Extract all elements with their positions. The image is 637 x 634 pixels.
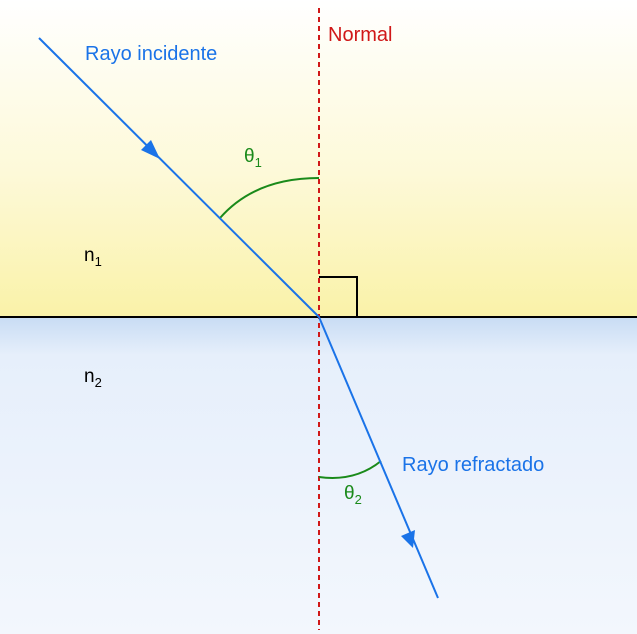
theta1-arc: [219, 177, 320, 219]
n1-subscript: 1: [95, 254, 102, 269]
incident-ray-label: Rayo incidente: [85, 43, 217, 65]
refracted-ray-label: Rayo refractado: [402, 454, 544, 476]
n1-symbol: n: [84, 245, 95, 266]
theta1-label: θ1: [244, 146, 262, 170]
n2-label: n2: [84, 366, 102, 390]
n2-subscript: 2: [95, 375, 102, 390]
refracted-ray: [318, 316, 439, 599]
normal-label: Normal: [328, 24, 392, 46]
theta2-label: θ2: [344, 483, 362, 507]
refracted-ray-arrowhead: [401, 530, 415, 548]
incident-ray: [38, 37, 320, 318]
theta2-subscript: 2: [355, 492, 362, 507]
theta1-symbol: θ: [244, 146, 255, 167]
incident-ray-arrowhead: [141, 140, 160, 159]
theta2-symbol: θ: [344, 483, 355, 504]
n2-symbol: n: [84, 366, 95, 387]
theta2-arc: [318, 460, 382, 479]
theta1-subscript: 1: [255, 155, 262, 170]
n1-label: n1: [84, 245, 102, 269]
right-angle-marker: [319, 276, 358, 317]
